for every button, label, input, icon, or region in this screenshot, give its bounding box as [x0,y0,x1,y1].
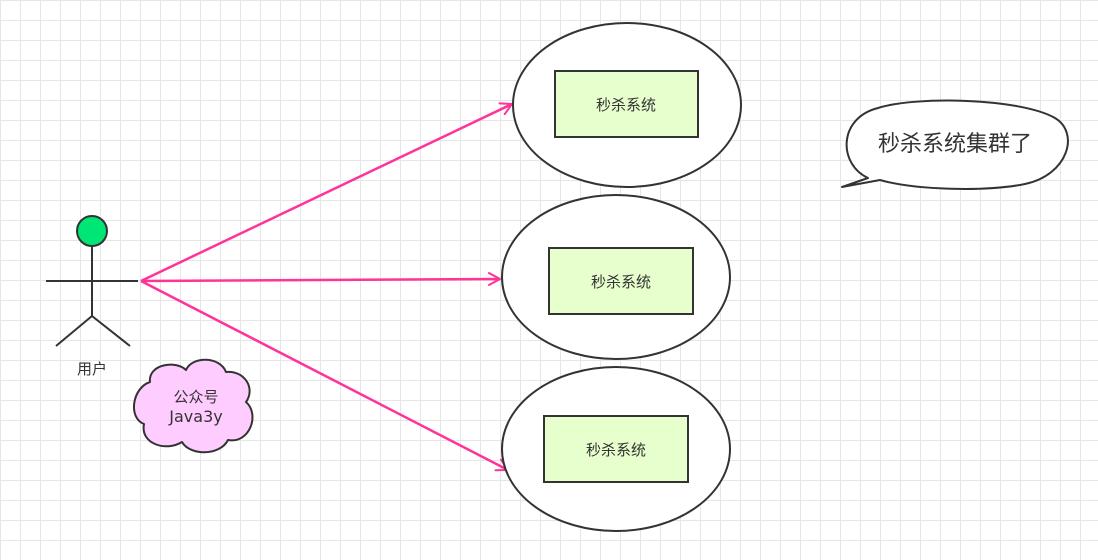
watermark-cloud: 公众号 Java3y [132,358,254,454]
arrow-to-system-1 [140,102,513,283]
arrow-to-system-2 [140,272,501,287]
actor-right-leg [91,315,131,347]
user-actor: 用户 [46,215,138,378]
system-box [554,70,699,138]
system-box [548,247,694,315]
system-label: 秒杀系统 [586,441,646,459]
system-node-3: 秒杀系统 [501,366,731,532]
speech-bubble-shape [841,99,1069,190]
actor-head [76,215,108,247]
callout-text: 秒杀系统集群了 [878,132,1032,157]
system-node-1: 秒杀系统 [512,22,742,188]
system-label: 秒杀系统 [596,96,656,114]
watermark-line-1: 公众号 [173,388,218,406]
actor-label: 用户 [77,360,107,378]
watermark-line-2: Java3y [168,407,222,426]
system-label: 秒杀系统 [591,273,651,291]
speech-callout: 秒杀系统集群了 [841,99,1069,190]
system-node-2: 秒杀系统 [501,194,731,360]
actor-left-leg [55,315,93,347]
arrow-to-system-3 [140,279,509,472]
cloud-shape [132,358,254,454]
system-box [543,415,689,483]
